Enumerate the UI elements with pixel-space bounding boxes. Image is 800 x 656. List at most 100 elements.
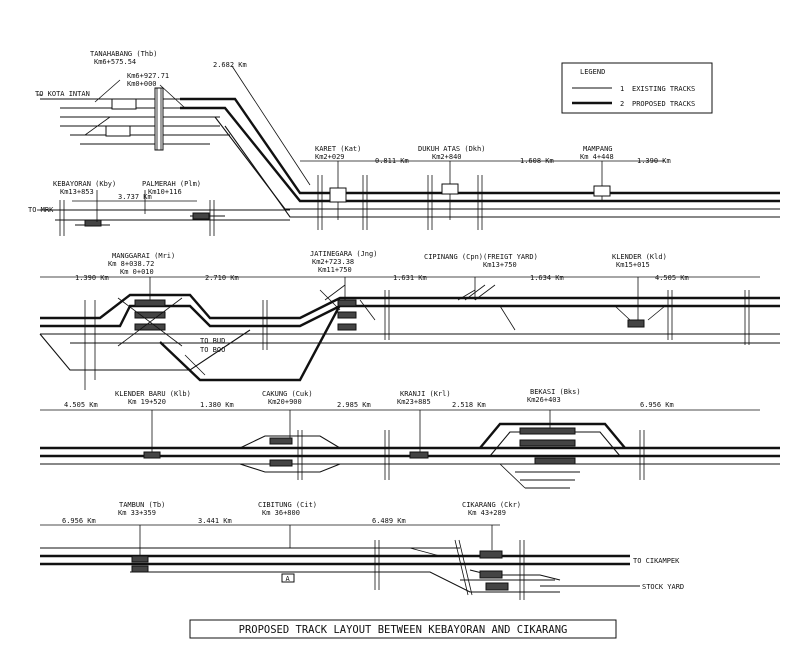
direction-bud: TO BUD [200,337,225,345]
tambun-platform-2 [131,565,149,573]
caption: PROPOSED TRACK LAYOUT BETWEEN KEBAYORAN … [239,624,568,636]
distance-row4-start: 6.956 Km [62,517,96,525]
legend-num-2: 2 [620,100,624,108]
distance-klender-end: 4.505 Km [655,274,689,282]
cikarang-km: Km 43+289 [468,509,506,517]
tanahabang-platform-1 [111,98,137,110]
jatinegara-platform-3 [337,323,357,331]
cakung-platform-1 [269,437,293,445]
legend-title: LEGEND [580,68,605,76]
tanahabang-platform-2 [105,125,131,137]
cibitung-box-label: A [286,575,291,583]
direction-cikampek: TO CIKAMPEK [633,557,680,565]
cipinang-name: CIPINANG (Cpn)(FREIGT YARD) [424,253,538,261]
palmerah-km: Km10+116 [148,188,182,196]
distance-karet-dukuh: 0.811 Km [375,157,409,165]
bekasi-name: BEKASI (Bks) [530,388,581,396]
cikarang-name: CIKARANG (Ckr) [462,501,521,509]
klender-name: KLENDER (Kld) [612,253,667,261]
tambun-platform-1 [131,555,149,563]
distance-row3-start: 4.505 Km [64,401,98,409]
mampang-name: MAMPANG [583,145,613,153]
klender-baru-platform [143,451,161,459]
distance-kebayoran-palmerah: 3.737 Km [118,193,152,201]
row-4-tracks: A [40,524,640,600]
mampang-platform [593,185,611,197]
cakung-km: Km20+900 [268,398,302,406]
distance-klenderbaru-cakung: 1.380 Km [200,401,234,409]
distance-row2-start: 1.390 Km [75,274,109,282]
cikarang-platform-3 [485,582,509,591]
jatinegara-km1: Km2+723.38 [312,258,354,266]
bekasi-platform-3 [534,457,576,465]
karet-km: Km2+029 [315,153,345,161]
jatinegara-platform-1 [337,299,357,307]
distance-cakung-kranji: 2.985 Km [337,401,371,409]
distance-kranji-bekasi: 2.518 Km [452,401,486,409]
dukuh-atas-name: DUKUH ATAS (Dkh) [418,145,485,153]
jatinegara-km2: Km11+750 [318,266,352,274]
jatinegara-name: JATINEGARA (Jng) [310,250,377,258]
karet-platform [329,187,347,203]
cikarang-platform-2 [479,570,503,579]
manggarai-platform-2 [134,311,166,319]
legend-label-proposed: PROPOSED TRACKS [632,100,695,108]
cikarang-platform-1 [479,550,503,559]
jatinegara-platform-2 [337,311,357,319]
palmerah-name: PALMERAH (Plm) [142,180,201,188]
direction-boo: TO BOO [200,346,225,354]
kebayoran-name: KEBAYORAN (Kby) [53,180,116,188]
palmerah-platform [192,212,210,220]
klender-baru-name: KLENDER BARU (Klb) [115,390,191,398]
karet-name: KARET (Kat) [315,145,361,153]
dukuh-atas-km: Km2+840 [432,153,462,161]
tambun-km: Km 33+359 [118,509,156,517]
manggarai-platform-1 [134,299,166,307]
cakung-name: CAKUNG (Cuk) [262,390,313,398]
klender-platform [627,319,645,328]
legend-label-existing: EXISTING TRACKS [632,85,695,93]
mampang-km: Km 4+448 [580,153,614,161]
distance-jatinegara-cipinang: 1.631 Km [393,274,427,282]
distance-bekasi-end: 6.956 Km [640,401,674,409]
legend-num-1: 1 [620,85,624,93]
direction-kota: TO KOTA INTAN [35,90,90,98]
distance-tanahabang-karet: 2.682 Km [213,61,247,69]
dukuh-atas-platform [441,183,459,195]
cibitung-km: Km 36+800 [262,509,300,517]
kranji-km: Km23+885 [397,398,431,406]
klender-km: Km15+015 [616,261,650,269]
cipinang-km: Km13+750 [483,261,517,269]
bekasi-platform-2 [519,439,576,447]
kranji-platform [409,451,429,459]
bekasi-km: Km26+403 [527,396,561,404]
cibitung-name: CIBITUNG (Cit) [258,501,317,509]
tanahabang-km2: Km6+927.71 [127,72,169,80]
row-3-tracks [40,409,780,489]
caption-box: PROPOSED TRACK LAYOUT BETWEEN KEBAYORAN … [189,619,617,639]
cibitung-box [281,573,295,583]
kranji-name: KRANJI (Krl) [400,390,451,398]
tanahabang-km3: Km0+000 [127,80,157,88]
bekasi-platform-1 [519,427,576,435]
kebayoran-km: Km13+853 [60,188,94,196]
tanahabang-km1: Km6+575.54 [94,58,136,66]
distance-manggarai-jatinegara: 2.710 Km [205,274,239,282]
direction-mrk: TO MRK [28,206,54,214]
labels: TANAHABANG (Thb) Km6+575.54 Km6+927.71 K… [28,50,689,591]
klender-baru-km: Km 19+520 [128,398,166,406]
tanahabang-name: TANAHABANG (Thb) [90,50,157,58]
legend: LEGEND 1 EXISTING TRACKS 2 PROPOSED TRAC… [561,62,713,114]
distance-tambun-cibitung: 3.441 Km [198,517,232,525]
distance-mampang-end: 1.390 Km [637,157,671,165]
distance-cipinang-klender: 1.634 Km [530,274,564,282]
distance-dukuh-mampang: 1.608 Km [520,157,554,165]
row-1-tracks [37,65,780,236]
manggarai-km2: Km 0+010 [120,268,154,276]
cakung-platform-2 [269,459,293,467]
distance-cibitung-cikarang: 6.489 Km [372,517,406,525]
stock-yard-label: STOCK YARD [642,583,684,591]
manggarai-platform-3 [134,323,166,331]
row-2-tracks [39,276,780,390]
